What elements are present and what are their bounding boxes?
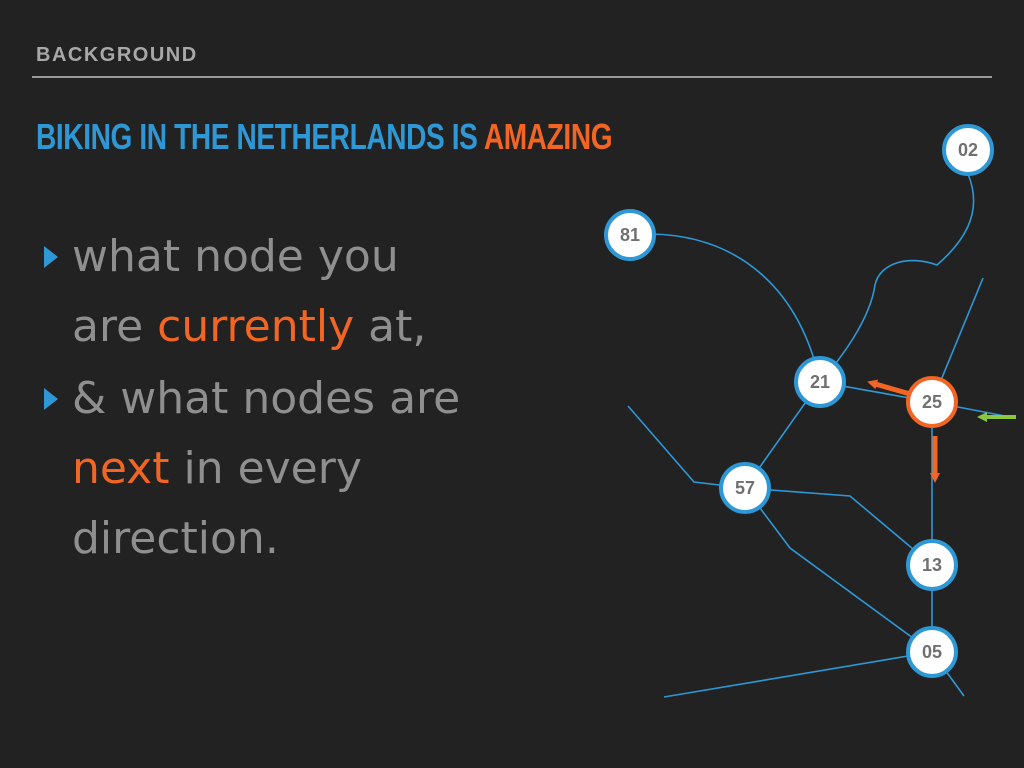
bullet-list: what node you are currently at, & what n… [42,222,562,576]
bullet-line: direction. [72,513,279,564]
node-label: 02 [958,140,978,160]
node-05: 05 [906,626,958,678]
route-edge [663,651,933,698]
route-edge [651,233,821,383]
node-57: 57 [719,462,771,514]
bullet-highlight: currently [157,301,355,352]
node-label: 25 [922,392,942,412]
header-divider [32,76,992,78]
route-edge [819,173,975,383]
node-label: 81 [620,225,640,245]
bullet-highlight: next [72,443,170,494]
bullet-line: next in every [72,434,562,504]
route-edge [744,487,933,653]
route-edges [627,173,1011,698]
bullet-line: & what nodes are [72,373,461,424]
node-label: 57 [735,478,755,498]
bullet-line: what node you [72,231,399,282]
bullet-item-next-nodes: & what nodes are next in every direction… [42,364,562,574]
node-81: 81 [604,209,656,261]
bullet-text: in every [169,443,362,494]
bullet-line: are currently at, [72,292,562,362]
node-21: 21 [794,356,846,408]
node-13: 13 [906,539,958,591]
bullet-arrow-icon [44,388,58,410]
title-text: BIKING IN THE NETHERLANDS IS [36,116,484,157]
node-label: 13 [922,555,942,575]
bullet-item-current-node: what node you are currently at, [42,222,562,362]
node-02: 02 [942,124,994,176]
node-25-current: 25 [906,376,958,428]
bullet-arrow-icon [44,246,58,268]
section-label: BACKGROUND [36,44,198,66]
bullet-text: are [72,301,158,352]
node-label: 21 [810,372,830,392]
title-highlight: AMAZING [483,116,613,157]
node-label: 05 [922,642,942,662]
next-node-arrow [867,379,911,397]
bullet-text: at, [354,301,427,352]
route-edge [744,487,933,566]
slide-title: BIKING IN THE NETHERLANDS IS AMAZING [36,116,613,158]
